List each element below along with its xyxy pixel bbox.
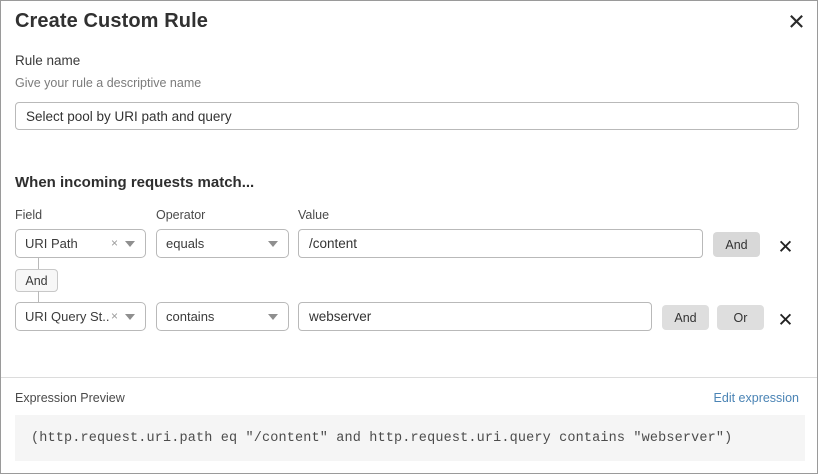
chevron-down-icon[interactable] xyxy=(268,240,278,247)
expression-preview-code: (http.request.uri.path eq "/content" and… xyxy=(31,430,733,446)
operator-select-row-1[interactable]: equals xyxy=(156,229,289,258)
edit-expression-link[interactable]: Edit expression xyxy=(713,391,799,405)
delete-row-2-icon[interactable] xyxy=(775,308,795,328)
close-icon[interactable] xyxy=(784,8,808,32)
clear-icon[interactable]: × xyxy=(110,308,118,323)
row-connector-and-button[interactable]: And xyxy=(15,269,58,292)
chevron-down-icon[interactable] xyxy=(125,313,135,320)
page-title: Create Custom Rule xyxy=(15,10,208,32)
or-button-row-2[interactable]: Or xyxy=(717,305,764,330)
and-button-row-1[interactable]: And xyxy=(713,232,760,257)
column-header-field: Field xyxy=(15,208,43,222)
expression-preview-box: (http.request.uri.path eq "/content" and… xyxy=(15,415,805,461)
rule-name-help-text: Give your rule a descriptive name xyxy=(15,76,202,90)
expression-preview-label: Expression Preview xyxy=(15,391,125,405)
chevron-down-icon[interactable] xyxy=(268,313,278,320)
value-input-row-2[interactable] xyxy=(298,302,652,331)
field-select-row-1-value: URI Path xyxy=(25,236,78,251)
rule-name-label: Rule name xyxy=(15,53,81,68)
chevron-down-icon[interactable] xyxy=(125,240,135,247)
delete-row-1-icon[interactable] xyxy=(775,235,795,255)
conditions-heading: When incoming requests match... xyxy=(15,174,255,191)
operator-select-row-2[interactable]: contains xyxy=(156,302,289,331)
operator-select-row-1-value: equals xyxy=(166,236,205,251)
connector-line-bottom xyxy=(38,291,39,302)
field-select-row-2[interactable]: URI Query St... × xyxy=(15,302,146,331)
column-header-operator: Operator xyxy=(156,208,206,222)
clear-icon[interactable]: × xyxy=(110,235,118,250)
rule-name-input[interactable] xyxy=(15,102,799,130)
column-header-value: Value xyxy=(298,208,330,222)
operator-select-row-2-value: contains xyxy=(166,309,215,324)
field-select-row-2-value: URI Query St... xyxy=(25,309,109,324)
value-input-row-1[interactable] xyxy=(298,229,703,258)
and-button-row-2[interactable]: And xyxy=(662,305,709,330)
field-select-row-1[interactable]: URI Path × xyxy=(15,229,146,258)
connector-line-top xyxy=(38,258,39,269)
section-divider xyxy=(1,377,817,378)
